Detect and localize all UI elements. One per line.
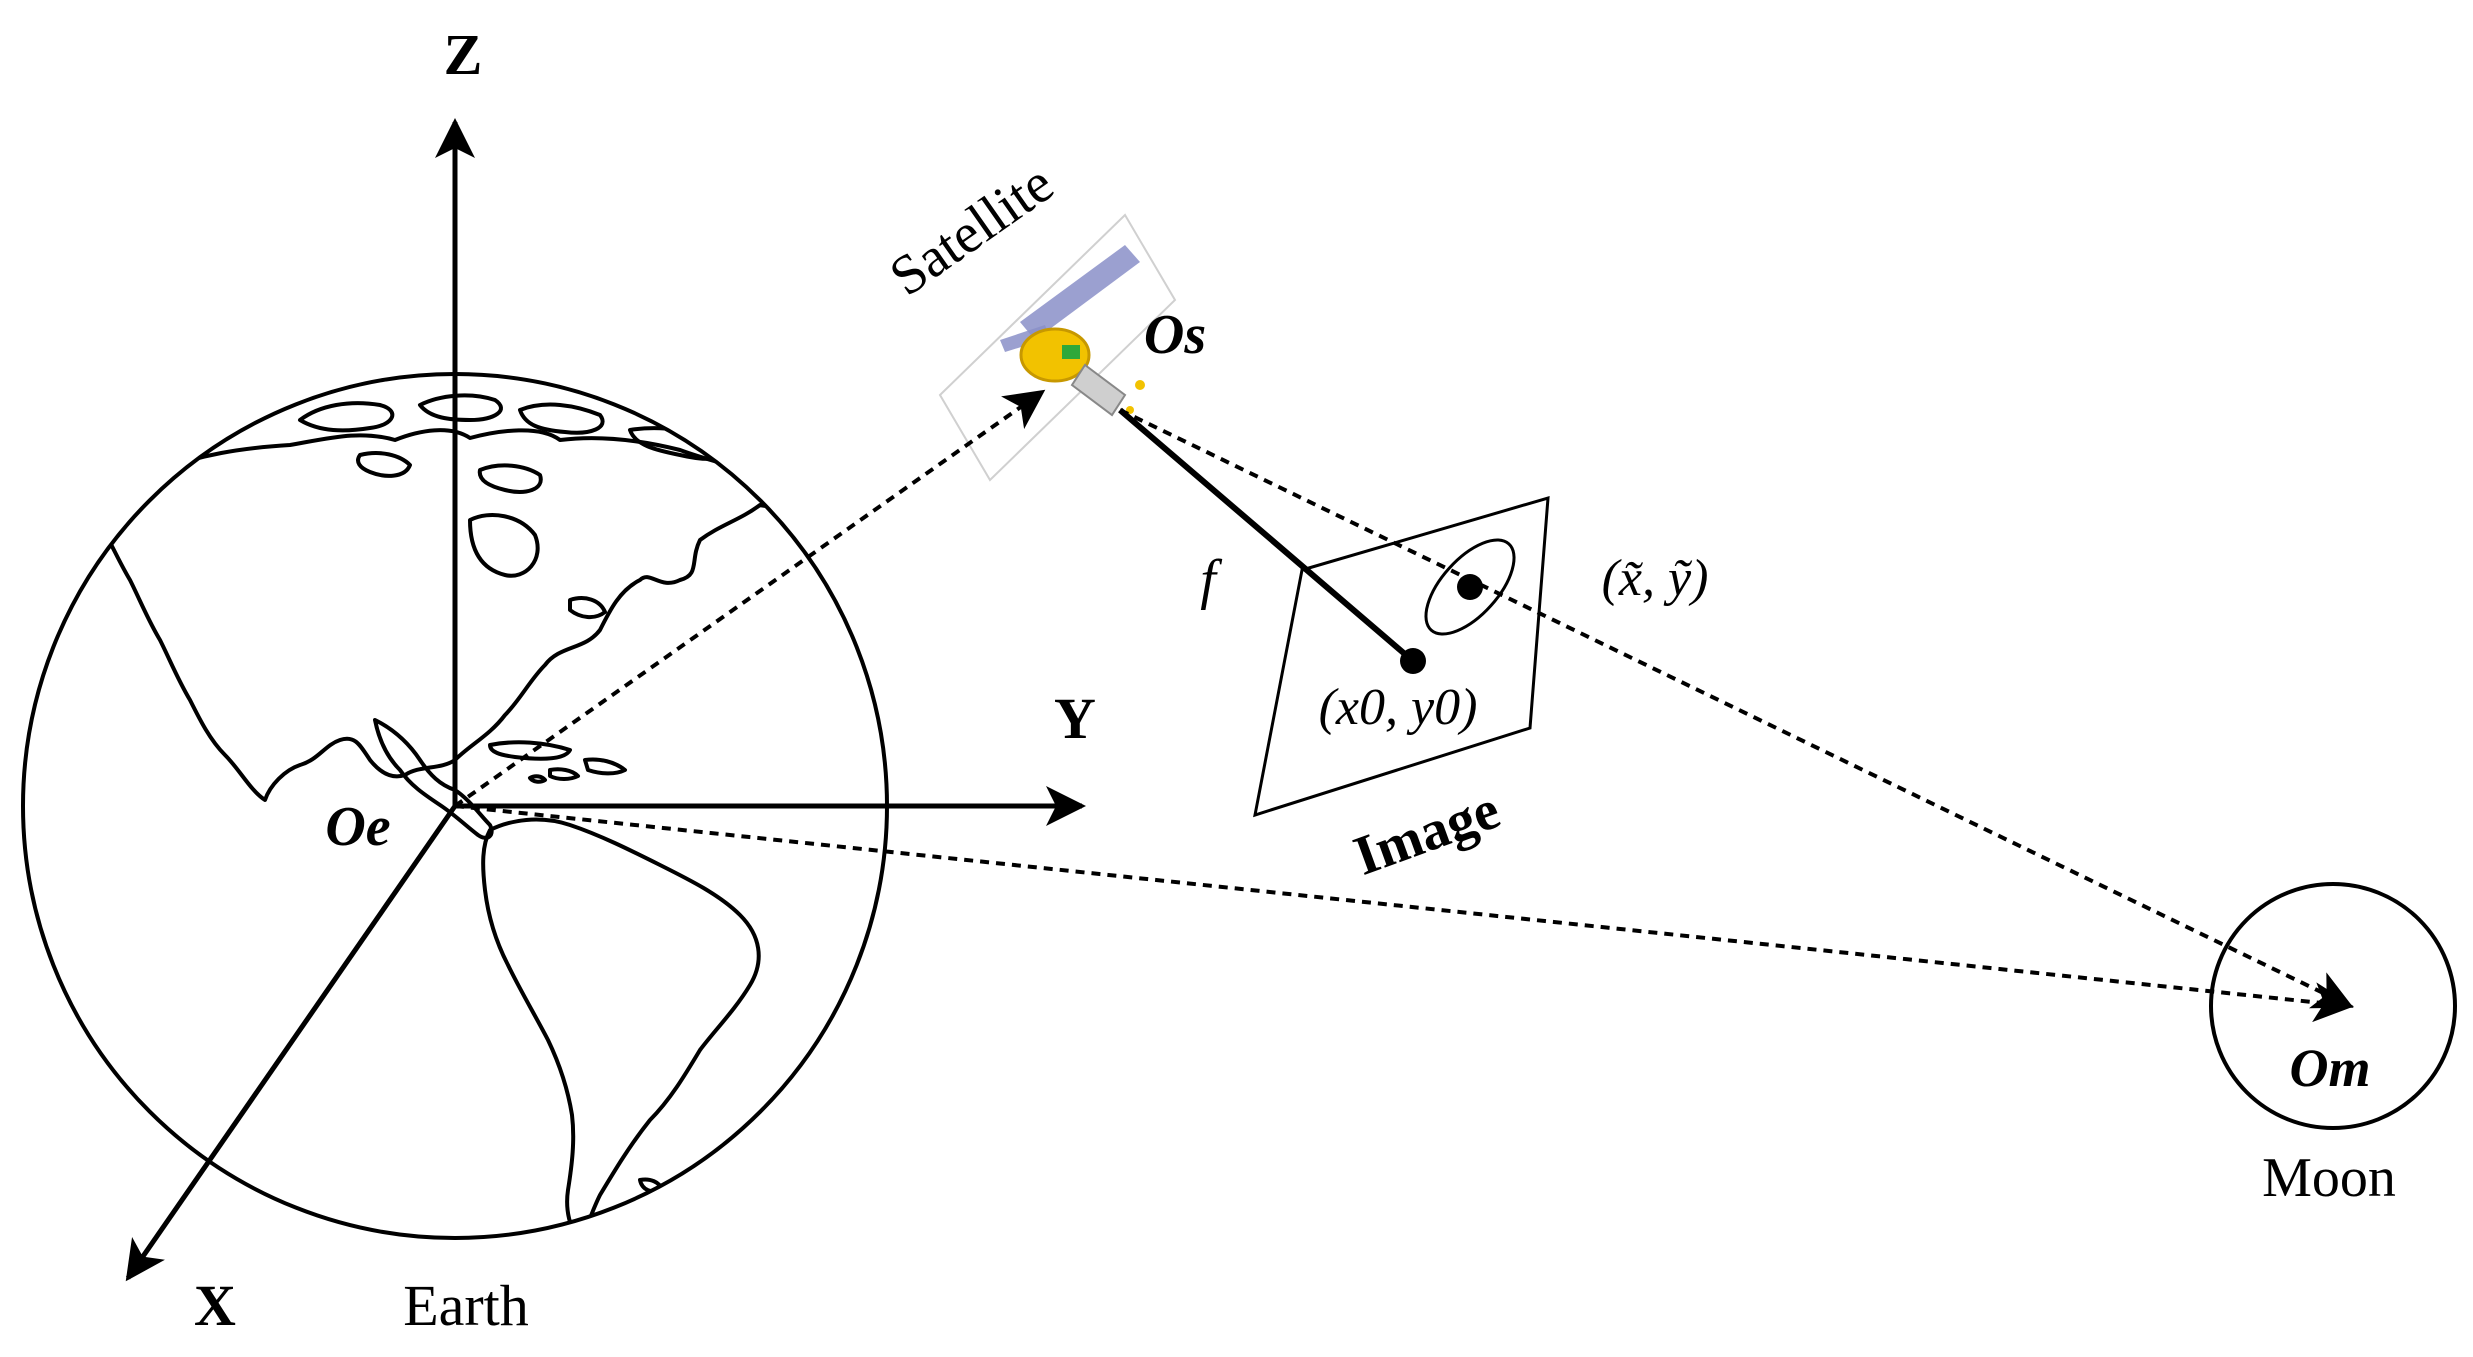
focal-length-line: [1118, 407, 1415, 664]
satellite-label: Satellite: [879, 152, 1065, 308]
image-label: Image: [1346, 778, 1507, 887]
image-plane-outline: [1253, 495, 1550, 818]
earth-axes: [125, 118, 1086, 1282]
position-vectors: [453, 389, 2354, 1023]
moon-image-ellipse: [1424, 538, 1516, 636]
central-america-outline: [373, 718, 494, 840]
focal-length-label: f: [1200, 549, 1223, 611]
principal-point-dot: [1400, 648, 1426, 674]
earth-origin-label: Oe: [325, 796, 390, 858]
earth-to-moon-vector: [454, 804, 2354, 1023]
measured-point-label: (x̃, ỹ): [1602, 550, 1709, 607]
north-america-outline: [98, 428, 795, 802]
image-plane: [1118, 407, 1550, 818]
satellite-to-moon-vector: [1119, 408, 2354, 1009]
south-america-outline: [481, 817, 761, 1238]
satellite-icon: [938, 213, 1177, 482]
x-axis: [125, 804, 458, 1282]
earth-label: Earth: [403, 1273, 529, 1338]
principal-point-label: (x0, y0): [1319, 679, 1478, 736]
moon-label: Moon: [2262, 1147, 2396, 1209]
x-axis-label: X: [194, 1273, 236, 1338]
satellite-origin-label: Os: [1144, 304, 1206, 366]
y-axis-label: Y: [1054, 686, 1096, 751]
moon-circle-icon: [2209, 882, 2457, 1130]
moon-origin-label: Om: [2290, 1038, 2371, 1098]
earth-to-satellite-vector: [453, 389, 1046, 808]
measured-point-dot: [1457, 574, 1483, 600]
z-axis-label: Z: [444, 22, 483, 87]
